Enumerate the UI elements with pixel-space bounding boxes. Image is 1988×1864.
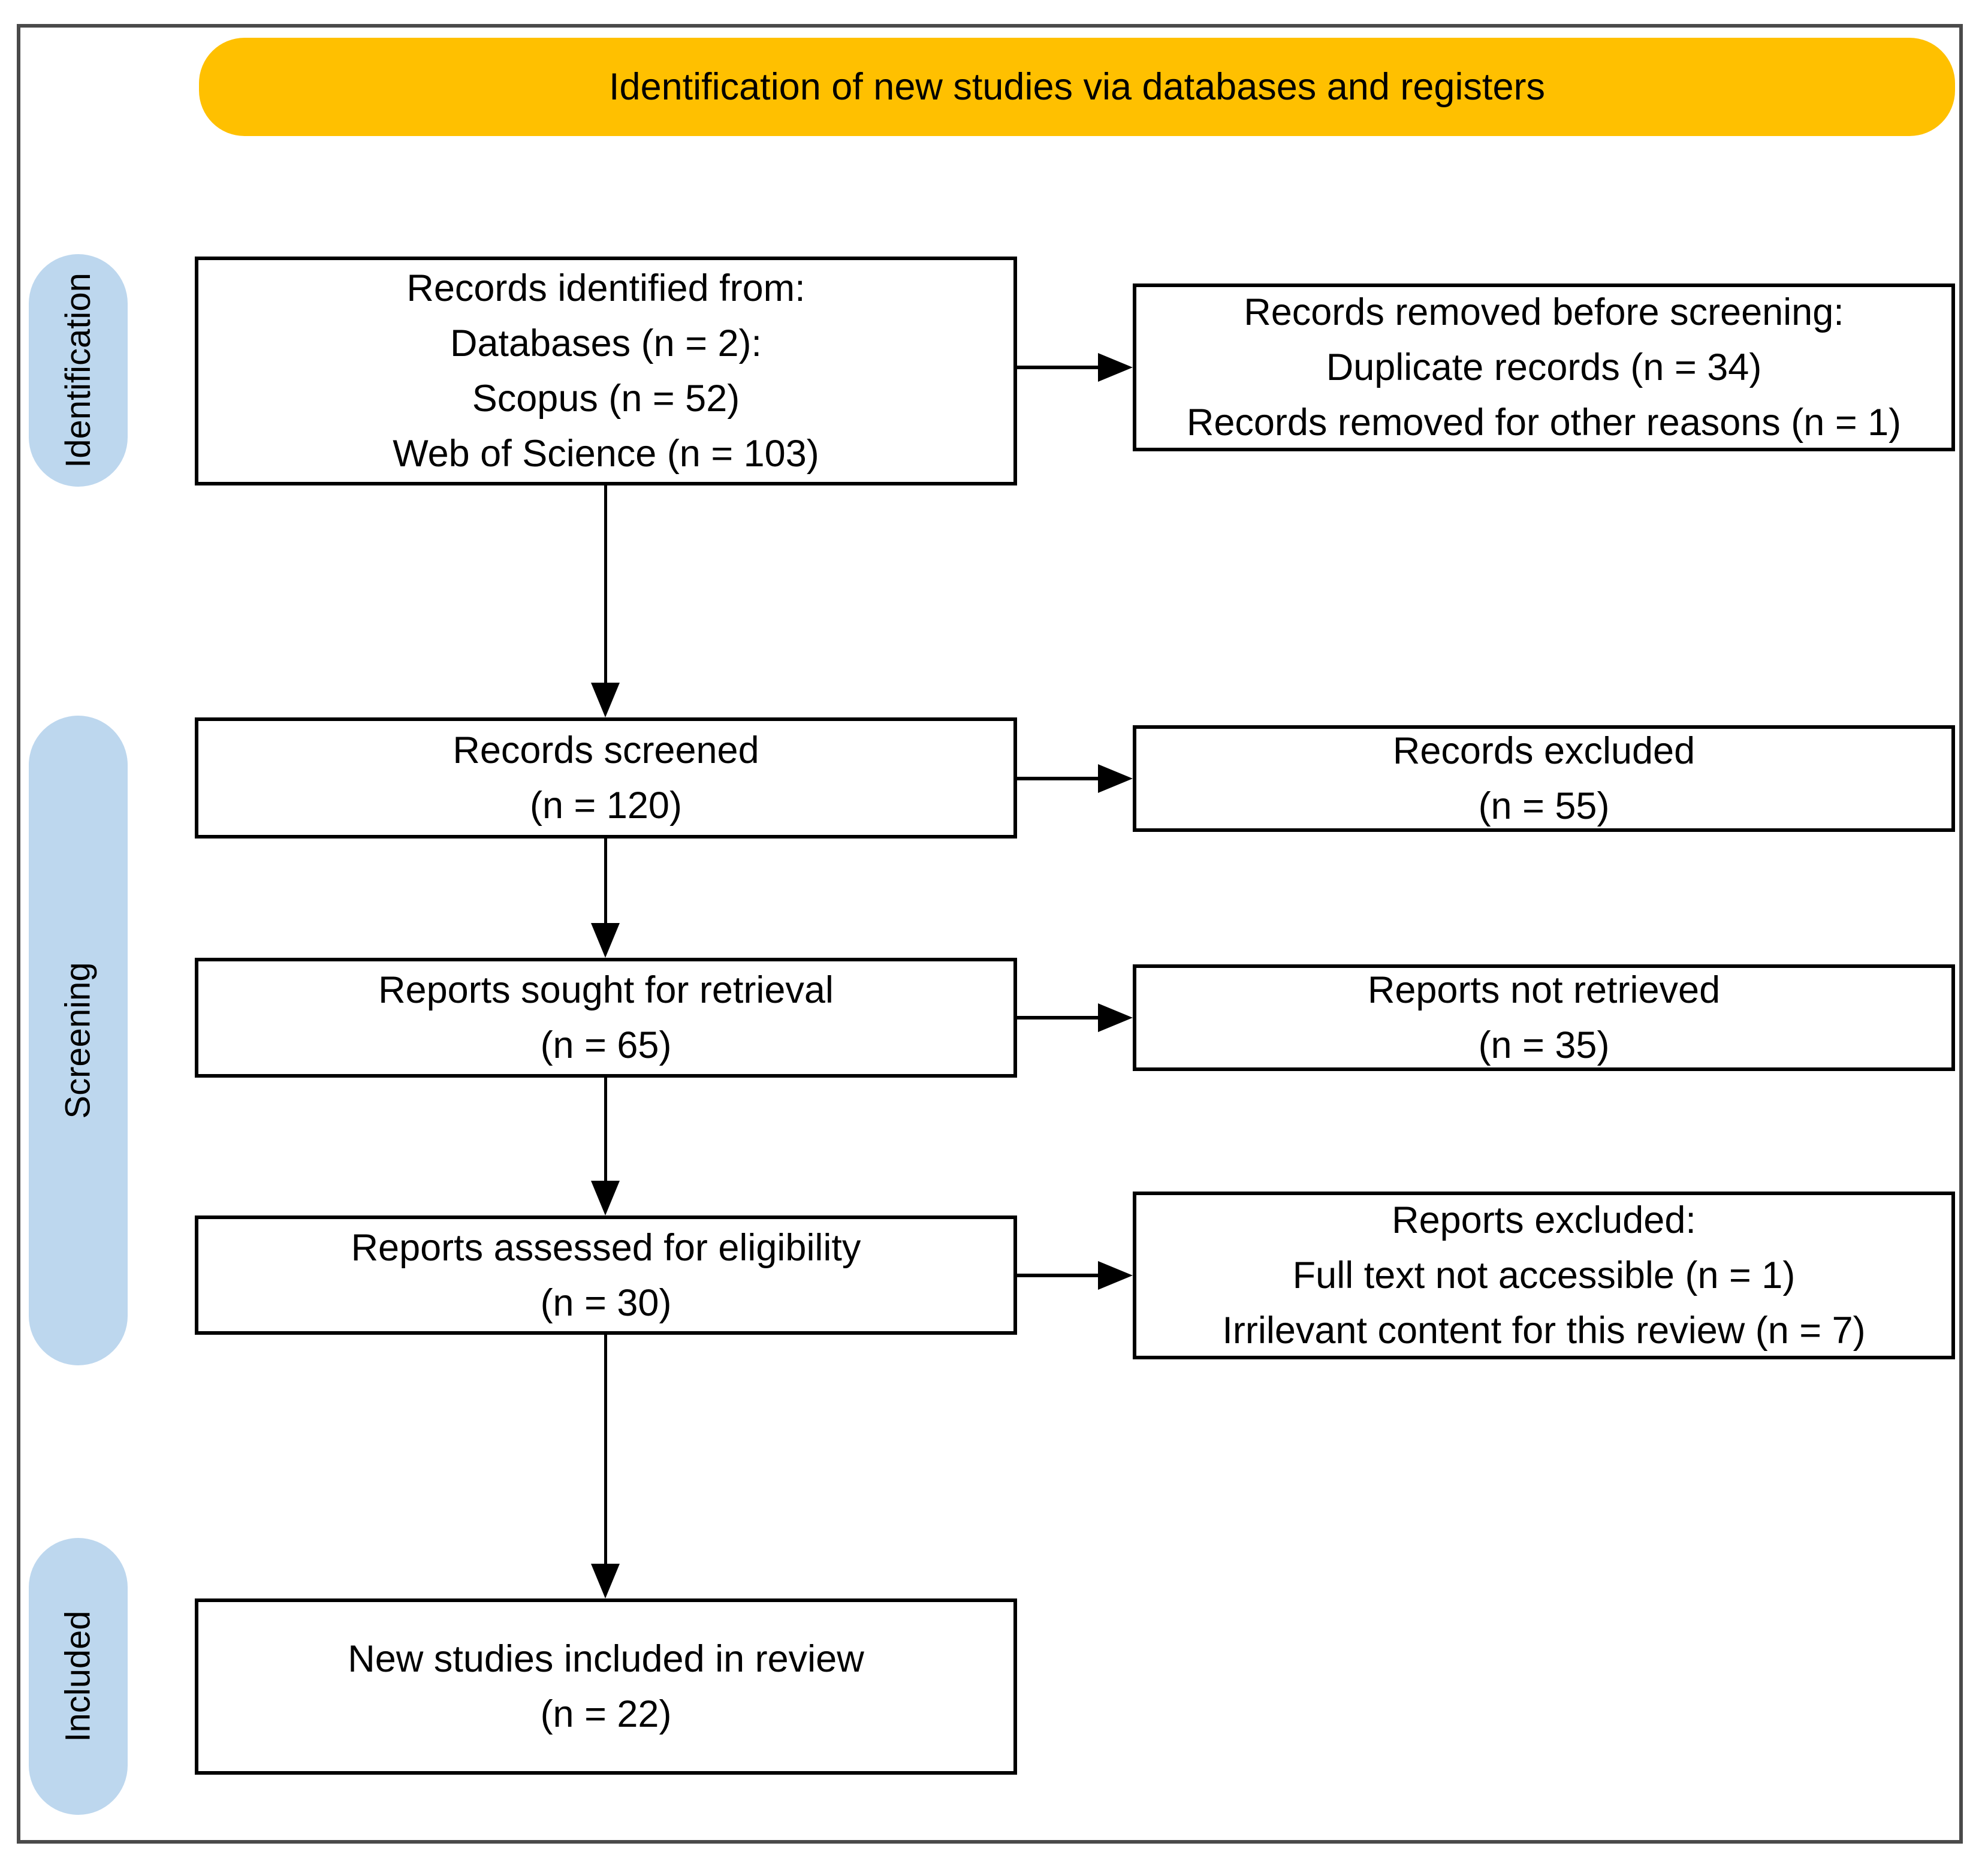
box-line: Records screened <box>452 729 759 771</box>
arrow-down-icon <box>591 1564 620 1598</box>
connector-line <box>604 1078 607 1181</box>
box-records-excluded: Records excluded (n = 55) <box>1133 725 1955 832</box>
box-line: Records identified from: <box>406 267 806 309</box>
box-line: (n = 120) <box>530 785 682 827</box>
box-line: (n = 55) <box>1478 785 1610 827</box>
box-reports-assessed: Reports assessed for eligibility (n = 30… <box>195 1215 1017 1335</box>
banner-title: Identification of new studies via databa… <box>199 38 1955 136</box>
box-line: Records excluded <box>1392 730 1696 772</box>
arrow-right-icon <box>1098 1003 1133 1032</box>
arrow-down-icon <box>591 923 620 958</box>
box-reports-sought: Reports sought for retrieval (n = 65) <box>195 958 1017 1078</box>
box-line: Scopus (n = 52) <box>472 378 740 420</box>
box-line: Reports excluded: <box>1392 1199 1696 1241</box>
box-line: Irrilevant content for this review (n = … <box>1222 1310 1866 1352</box>
box-line: (n = 35) <box>1478 1024 1610 1066</box>
box-records-removed: Records removed before screening: Duplic… <box>1133 283 1955 451</box>
stage-label-identification-text: Identification <box>58 273 98 468</box>
box-line: New studies included in review <box>348 1638 864 1680</box>
stage-label-identification: Identification <box>29 254 128 487</box>
stage-label-included-text: Included <box>58 1610 98 1742</box>
box-line: Full text not accessible (n = 1) <box>1292 1254 1796 1296</box>
arrow-down-icon <box>591 1181 620 1215</box>
connector-line <box>1016 777 1099 780</box>
connector-line <box>604 839 607 924</box>
box-line: Reports sought for retrieval <box>378 969 834 1011</box>
banner-title-label: Identification of new studies via databa… <box>609 66 1545 108</box>
box-line: Records removed for other reasons (n = 1… <box>1186 402 1902 444</box>
box-records-identified: Records identified from: Databases (n = … <box>195 257 1017 485</box>
box-records-screened: Records screened (n = 120) <box>195 717 1017 839</box>
arrow-down-icon <box>591 683 620 717</box>
box-reports-excluded: Reports excluded: Full text not accessib… <box>1133 1192 1955 1359</box>
box-line: (n = 65) <box>540 1024 672 1066</box>
arrow-right-icon <box>1098 764 1133 793</box>
box-line: Reports not retrieved <box>1367 969 1721 1011</box>
arrow-right-icon <box>1098 353 1133 382</box>
box-reports-not-retrieved: Reports not retrieved (n = 35) <box>1133 964 1955 1071</box>
connector-line <box>1016 1274 1099 1277</box>
box-line: (n = 22) <box>540 1693 672 1735</box>
box-line: Duplicate records (n = 34) <box>1326 346 1762 388</box>
stage-label-screening-text: Screening <box>58 962 98 1119</box>
box-line: Records removed before screening: <box>1244 291 1844 333</box>
box-new-studies-included: New studies included in review (n = 22) <box>195 1598 1017 1775</box>
box-line: Reports assessed for eligibility <box>351 1226 861 1269</box>
stage-label-screening: Screening <box>29 716 128 1365</box>
stage-label-included: Included <box>29 1538 128 1815</box>
connector-line <box>1016 1016 1099 1020</box>
connector-line <box>1016 366 1099 369</box>
box-line: Databases (n = 2): <box>450 322 762 364</box>
box-line: Web of Science (n = 103) <box>393 433 819 475</box>
connector-line <box>604 1335 607 1564</box>
outer-border <box>17 24 1963 1844</box>
connector-line <box>604 485 607 684</box>
box-line: (n = 30) <box>540 1281 672 1324</box>
arrow-right-icon <box>1098 1261 1133 1290</box>
